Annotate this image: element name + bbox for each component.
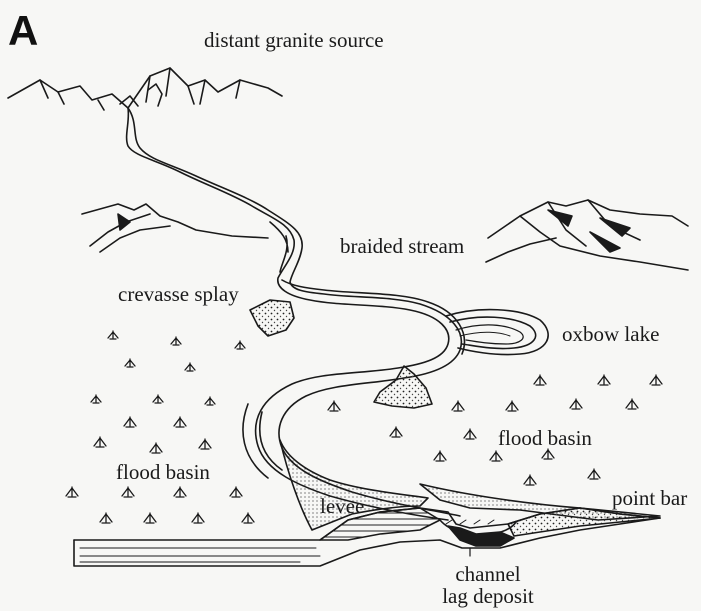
cross-section	[74, 508, 660, 566]
left-hills	[82, 204, 268, 252]
label-flood-basin-left: flood basin	[116, 462, 210, 483]
label-braided-stream: braided stream	[340, 236, 464, 257]
label-levee: levee	[320, 496, 364, 517]
label-distant-granite-source: distant granite source	[204, 30, 384, 51]
crevasse-splay-upper	[250, 300, 294, 336]
distant-mountains	[8, 68, 282, 110]
label-oxbow-lake: oxbow lake	[562, 324, 659, 345]
panel-letter: A	[8, 10, 38, 52]
right-hills	[486, 200, 688, 270]
label-channel: channel	[440, 564, 536, 585]
label-crevasse-splay: crevasse splay	[118, 284, 239, 305]
label-lag-deposit: lag deposit	[426, 586, 550, 607]
crevasse-splay-lower	[374, 366, 432, 408]
river-channel	[127, 108, 465, 520]
label-flood-basin-right: flood basin	[498, 428, 592, 449]
label-point-bar: point bar	[612, 488, 687, 509]
